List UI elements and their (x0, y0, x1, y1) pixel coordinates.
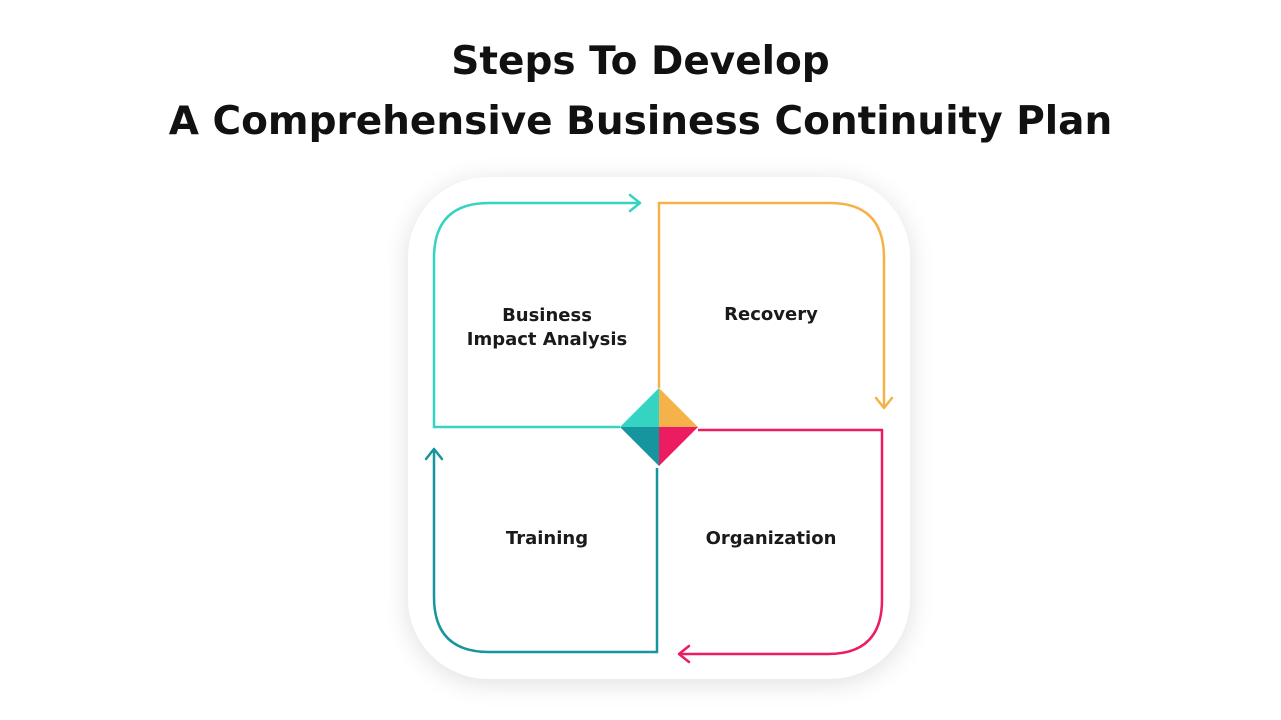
step-label-line: Organization (705, 528, 837, 549)
recovery-path (657, 201, 894, 410)
step-label-line: Recovery (724, 304, 818, 325)
step-label-line: Impact Analysis (466, 329, 628, 350)
diamond-quadrant-bottom-left (620, 427, 659, 466)
step-label-line: Training (505, 528, 589, 549)
step-label-business-impact-analysis: Business Impact Analysis (437, 304, 657, 352)
organization-path (677, 428, 884, 664)
center-diamond (620, 388, 698, 466)
diamond-quadrant-bottom-right (659, 427, 698, 466)
training-path (424, 447, 659, 654)
step-label-line: Business (502, 305, 592, 326)
business-impact-analysis-path (432, 193, 642, 429)
diamond-quadrant-top-left (620, 388, 659, 427)
step-label-recovery: Recovery (661, 303, 881, 327)
step-label-organization: Organization (661, 527, 881, 551)
title-line-1: Steps To Develop (451, 39, 830, 84)
title-line-2: A Comprehensive Business Continuity Plan (168, 99, 1113, 144)
step-label-training: Training (437, 527, 657, 551)
diamond-quadrant-top-right (659, 388, 698, 427)
